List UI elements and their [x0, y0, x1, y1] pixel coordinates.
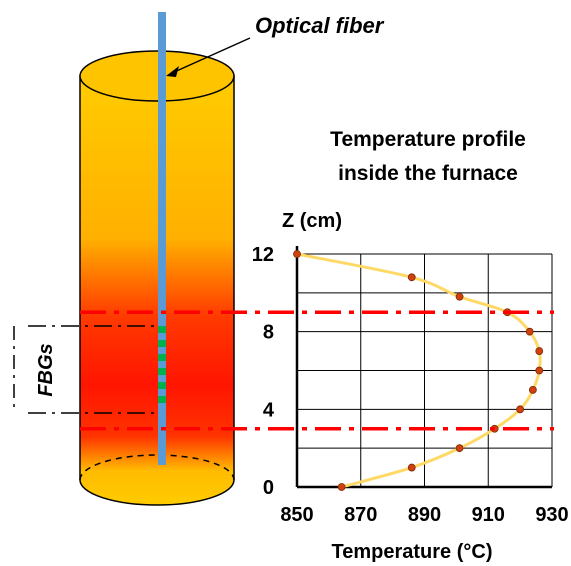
- x-tick-label: 850: [280, 504, 313, 526]
- data-point: [535, 347, 544, 355]
- data-point: [516, 405, 525, 414]
- y-tick-label: 12: [252, 244, 274, 266]
- fbg-bracket: [13, 325, 158, 414]
- furnace-top: [79, 50, 235, 102]
- furnace-bottom-hidden-edge: [79, 454, 235, 481]
- temperature-chart: 850 870 890 910 930 0 4 8 12 Z (cm) Temperature…: [252, 210, 569, 563]
- fbg-region-lines: [80, 310, 554, 431]
- optical-fiber-label: Optical fiber: [255, 13, 385, 38]
- chart-y-tick-labels: 0 4 8 12: [252, 244, 275, 499]
- data-point: [293, 250, 301, 258]
- data-point: [337, 483, 346, 491]
- data-point: [407, 273, 416, 282]
- data-point: [525, 327, 534, 336]
- data-point: [535, 366, 544, 375]
- x-axis-label: Temperature (°C): [332, 541, 493, 563]
- y-tick-label: 0: [263, 477, 274, 499]
- y-tick-label: 8: [263, 322, 274, 344]
- furnace: [79, 50, 235, 506]
- x-tick-label: 870: [344, 504, 377, 526]
- fiber-arrow: [166, 37, 251, 77]
- y-axis-label: Z (cm): [282, 210, 342, 232]
- chart-title-line2: inside the furnace: [338, 162, 518, 185]
- chart-title-line1: Temperature profile: [330, 128, 526, 151]
- optical-fiber-group: [158, 12, 166, 465]
- optical-fiber: [158, 12, 166, 465]
- chart-x-tick-labels: 850 870 890 910 930: [280, 504, 568, 526]
- data-point: [407, 463, 416, 472]
- data-point: [455, 292, 464, 301]
- x-tick-label: 910: [472, 504, 505, 526]
- furnace-body: [79, 75, 235, 506]
- x-tick-label: 890: [408, 504, 441, 526]
- data-point: [455, 444, 464, 453]
- fbgs-label: FBGs: [35, 343, 57, 396]
- data-point: [528, 386, 537, 394]
- y-tick-label: 4: [263, 399, 275, 421]
- x-tick-label: 930: [535, 504, 568, 526]
- chart-gridlines: [297, 253, 553, 487]
- fiber-gratings: [158, 326, 166, 403]
